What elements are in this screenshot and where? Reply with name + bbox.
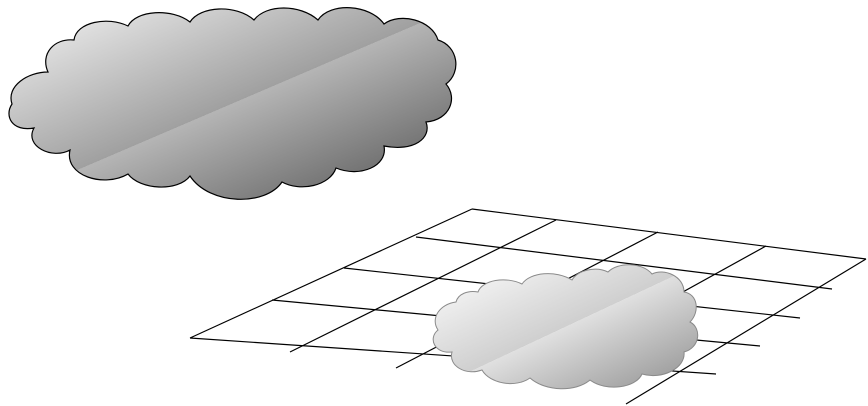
cloud-shadow-icon: [433, 265, 698, 389]
cloud-icon: [9, 8, 456, 200]
grid-left-edge: [190, 209, 472, 338]
